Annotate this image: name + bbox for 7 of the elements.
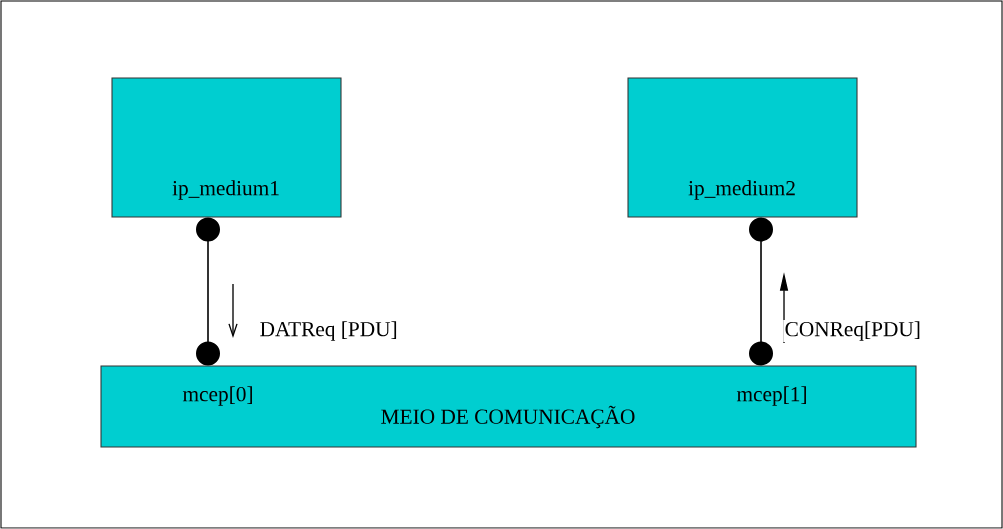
module-box: ip_medium2 bbox=[627, 77, 858, 218]
module-box: ip_medium1 bbox=[111, 77, 342, 218]
connector-line bbox=[196, 217, 220, 366]
edge-label: DATReq [PDU] bbox=[258, 320, 399, 342]
edge-label: CONReq[PDU] bbox=[783, 320, 923, 342]
medium-box: mcep[0] mcep[1] MEIO DE COMUNICAÇÃO bbox=[100, 365, 917, 448]
connector-line bbox=[749, 217, 773, 366]
